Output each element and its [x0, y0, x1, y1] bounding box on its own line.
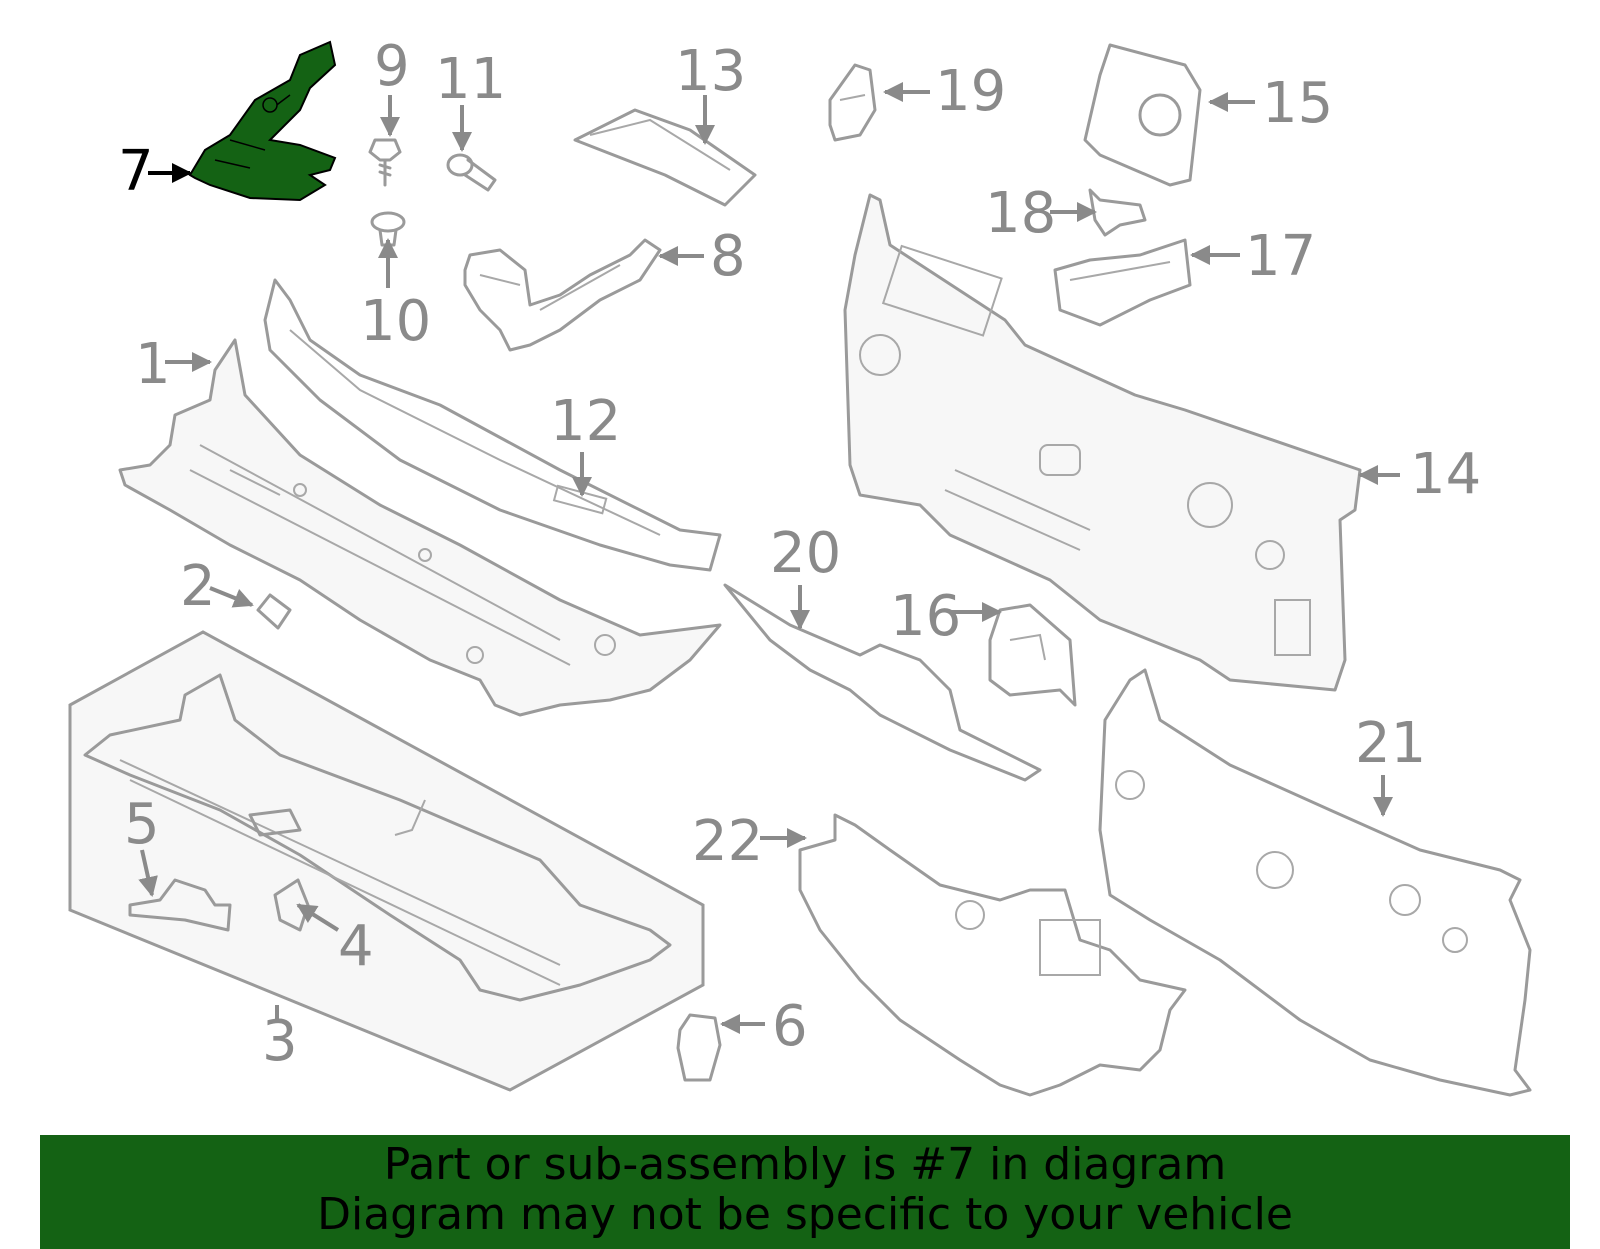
callout-7: 7	[118, 139, 154, 204]
parts-diagram: 7 9 11 13 8 10 19 15 18 17 14 1 12 2 20 …	[68, 34, 1532, 1097]
callout-12: 12	[550, 389, 621, 454]
callout-16: 16	[890, 584, 961, 649]
part-14-firewall[interactable]	[843, 193, 1362, 692]
part-6-clip[interactable]	[676, 1013, 722, 1082]
part-19-bracket[interactable]	[828, 63, 877, 142]
callout-6: 6	[772, 994, 808, 1059]
callout-19: 19	[935, 59, 1006, 124]
part-7-highlighted[interactable]	[188, 40, 337, 202]
part-15-bracket[interactable]	[1083, 43, 1202, 187]
callout-3: 3	[262, 1009, 298, 1074]
callout-17: 17	[1245, 224, 1316, 289]
callout-11: 11	[435, 47, 506, 112]
callout-20: 20	[770, 521, 841, 586]
part-18-bracket[interactable]	[1088, 188, 1147, 237]
leader-arrows	[138, 82, 1400, 1034]
callout-1: 1	[135, 332, 171, 397]
info-banner: Part or sub-assembly is #7 in diagram Di…	[40, 1135, 1570, 1249]
part-9-bolt[interactable]	[368, 138, 402, 187]
callout-9: 9	[374, 34, 410, 99]
callout-5: 5	[124, 792, 160, 857]
callout-10: 10	[360, 289, 431, 354]
part-22-insulator[interactable]	[798, 813, 1187, 1097]
part-17-bracket[interactable]	[1053, 238, 1192, 327]
callout-13: 13	[675, 39, 746, 104]
part-12-cowl-panel[interactable]	[263, 278, 722, 572]
callout-8: 8	[710, 224, 746, 289]
callout-22: 22	[692, 809, 763, 874]
part-21-insulator[interactable]	[1098, 668, 1532, 1097]
part-2-clip[interactable]	[256, 593, 292, 630]
part-16-bracket[interactable]	[988, 603, 1077, 707]
callout-18: 18	[985, 181, 1056, 246]
part-3-assembly[interactable]	[68, 630, 705, 1092]
banner-line-2: Diagram may not be specific to your vehi…	[317, 1189, 1293, 1240]
part-5-bracket[interactable]	[128, 878, 232, 932]
callout-2: 2	[180, 554, 216, 619]
callout-15: 15	[1262, 71, 1333, 136]
banner-line-1: Part or sub-assembly is #7 in diagram	[383, 1139, 1227, 1190]
callout-21: 21	[1355, 711, 1426, 776]
part-1-cowl-top[interactable]	[118, 338, 722, 717]
part-13-panel[interactable]	[573, 108, 757, 207]
part-8-bracket[interactable]	[463, 238, 662, 352]
callout-4: 4	[338, 914, 374, 979]
part-11-clip[interactable]	[446, 153, 497, 192]
callout-14: 14	[1410, 442, 1481, 507]
part-20-seal[interactable]	[723, 583, 1042, 782]
